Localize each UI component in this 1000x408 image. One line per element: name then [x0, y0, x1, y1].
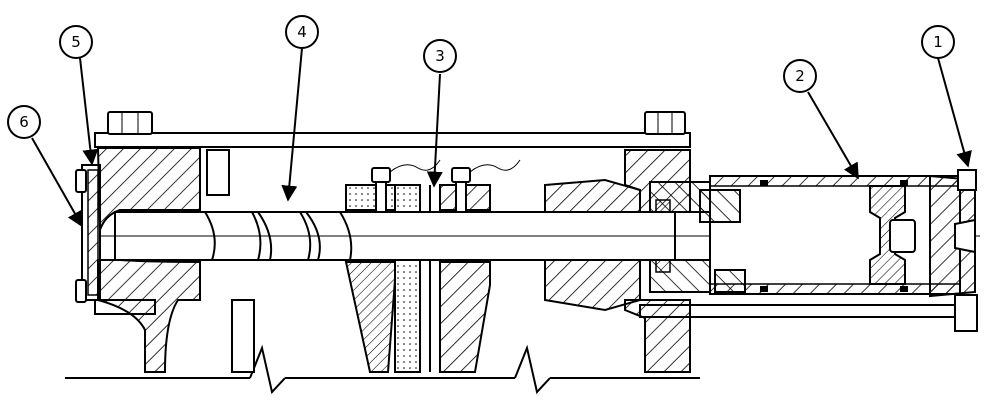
callout-1-label: 1: [933, 33, 943, 51]
callout-3: 3: [423, 39, 457, 73]
left-cover-plate: [75, 164, 101, 303]
callout-6: 6: [7, 105, 41, 139]
callout-4-label: 4: [297, 23, 307, 41]
top-tie-rod: [94, 111, 691, 148]
bottom-tie-rod: [94, 294, 978, 332]
base-line: [65, 344, 700, 395]
right-end-cap: [929, 169, 977, 298]
callout-3-label: 3: [435, 47, 445, 65]
callout-4: 4: [285, 15, 319, 49]
right-flange-housing: [544, 149, 711, 373]
main-shaft: [100, 211, 980, 261]
left-bearing-housing: [96, 147, 255, 373]
leader-lines: [31, 47, 972, 228]
cylinder-barrel: [699, 175, 961, 295]
central-pedestal: [344, 159, 521, 373]
callout-2: 2: [783, 59, 817, 93]
callout-5: 5: [59, 25, 93, 59]
callout-1: 1: [921, 25, 955, 59]
callout-5-label: 5: [71, 33, 81, 51]
callout-6-label: 6: [19, 113, 29, 131]
callout-2-label: 2: [795, 67, 805, 85]
